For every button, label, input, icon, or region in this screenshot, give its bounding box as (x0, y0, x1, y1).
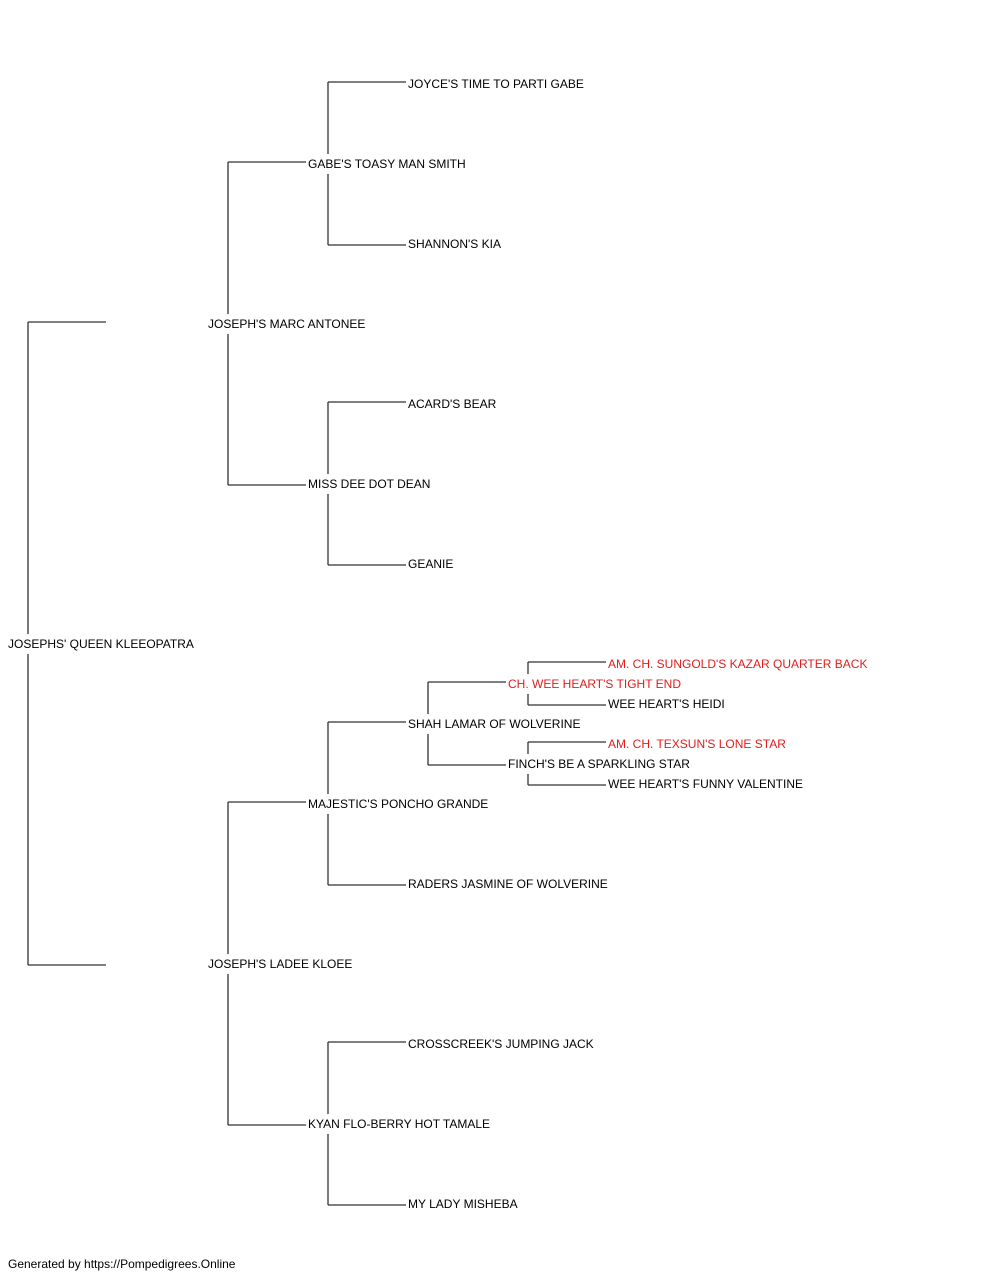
dog-am-ch-texsun-s-lone-star: AM. CH. TEXSUN'S LONE STAR (608, 737, 786, 751)
dog-geanie: GEANIE (408, 557, 453, 571)
dog-ch-wee-heart-s-tight-end: CH. WEE HEART'S TIGHT END (508, 677, 681, 691)
dog-shah-lamar-of-wolverine: SHAH LAMAR OF WOLVERINE (408, 717, 580, 731)
dog-acard-s-bear: ACARD'S BEAR (408, 397, 497, 411)
dog-majestic-s-poncho-grande: MAJESTIC'S PONCHO GRANDE (308, 797, 488, 811)
footer-credit: Generated by https://Pompedigrees.Online (8, 1257, 236, 1271)
dog-wee-heart-s-funny-valentine: WEE HEART'S FUNNY VALENTINE (608, 777, 803, 791)
dog-shannon-s-kia: SHANNON'S KIA (408, 237, 501, 251)
pedigree-tree: JOSEPHS' QUEEN KLEEOPATRA JOSEPH'S MARC A… (8, 77, 867, 1211)
dog-joseph-s-ladee-kloee: JOSEPH'S LADEE KLOEE (208, 957, 352, 971)
dog-wee-heart-s-heidi: WEE HEART'S HEIDI (608, 697, 725, 711)
dog-kyan-flo-berry-hot-tamale: KYAN FLO-BERRY HOT TAMALE (308, 1117, 490, 1131)
dog-gabe-s-toasy-man-smith: GABE'S TOASY MAN SMITH (308, 157, 466, 171)
dog-raders-jasmine-of-wolverine: RADERS JASMINE OF WOLVERINE (408, 877, 608, 891)
dog-my-lady-misheba: MY LADY MISHEBA (408, 1197, 518, 1211)
dog-crosscreek-s-jumping-jack: CROSSCREEK'S JUMPING JACK (408, 1037, 594, 1051)
dog-josephs-queen-kleeopatra: JOSEPHS' QUEEN KLEEOPATRA (8, 637, 194, 651)
dog-miss-dee-dot-dean: MISS DEE DOT DEAN (308, 477, 430, 491)
dog-am-ch-sungold-s-kazar-quarter-back: AM. CH. SUNGOLD'S KAZAR QUARTER BACK (608, 657, 867, 671)
dog-finch-s-be-a-sparkling-star: FINCH'S BE A SPARKLING STAR (508, 757, 690, 771)
dog-joseph-s-marc-antonee: JOSEPH'S MARC ANTONEE (208, 317, 365, 331)
dog-joyce-s-time-to-parti-gabe: JOYCE'S TIME TO PARTI GABE (408, 77, 584, 91)
